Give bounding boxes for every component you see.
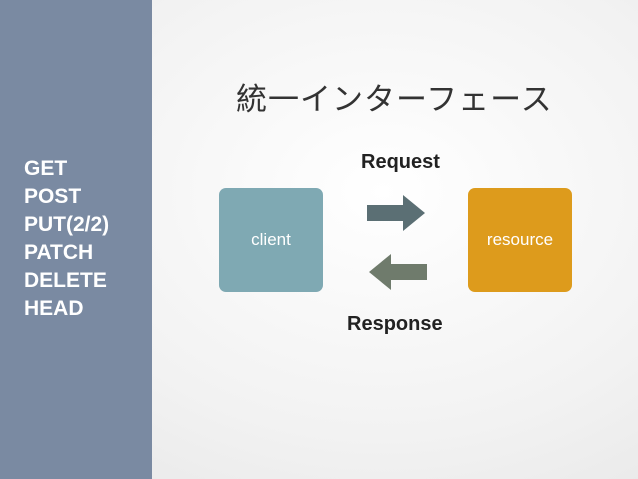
method-post: POST <box>24 185 82 208</box>
response-arrow-icon <box>369 254 427 290</box>
client-label: client <box>251 230 291 249</box>
method-patch: PATCH <box>24 241 94 264</box>
response-label: Response <box>347 313 443 335</box>
resource-label: resource <box>486 230 554 249</box>
method-get: GET <box>24 157 68 180</box>
method-put: PUT(2/2) <box>24 213 110 236</box>
method-head: HEAD <box>24 297 84 320</box>
request-arrow-icon <box>367 195 425 231</box>
method-delete: DELETE <box>24 269 107 292</box>
client-box: client <box>219 188 323 292</box>
resource-box: resource <box>468 188 572 292</box>
sidebar: GET POST PUT(2/2) PATCH DELETE HEAD <box>0 0 152 479</box>
http-method-list: GET POST PUT(2/2) PATCH DELETE HEAD <box>24 155 109 323</box>
slide-title: 統一インターフェース <box>236 82 553 118</box>
request-label: Request <box>361 151 440 173</box>
